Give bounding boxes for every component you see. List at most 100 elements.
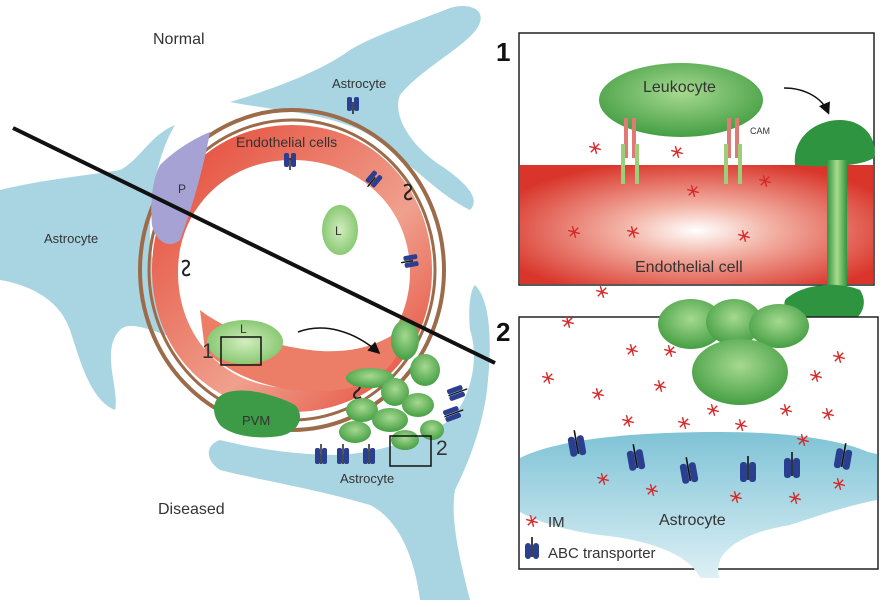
im-star-icon [646, 484, 658, 496]
label-endothelial-cell-panel1: Endothelial cell [635, 259, 743, 276]
label-box-1-number: 1 [202, 340, 214, 363]
im-star-icon [678, 417, 690, 429]
im-star-icon [687, 185, 699, 197]
label-diseased: Diseased [158, 501, 225, 518]
endothelial-bulge [200, 310, 401, 392]
leukocyte-panel1 [599, 63, 763, 137]
normal-diseased-divider [12, 126, 496, 365]
im-star-icon [597, 473, 609, 485]
label-pericyte: P [178, 182, 186, 196]
abc-transporter-icon [365, 170, 383, 188]
endothelial-cell-block [520, 165, 873, 284]
abc-transporter-icon [442, 406, 464, 422]
leukocyte-box1 [207, 320, 283, 364]
abc-transporter-icon [315, 444, 327, 464]
leukocyte [749, 304, 809, 348]
vessel-transporters [284, 97, 419, 268]
abc-transporter-icon [626, 444, 646, 471]
im-star-icon [542, 372, 554, 384]
pericyte [151, 132, 210, 245]
abc-transporter-icon [337, 444, 349, 464]
astrocyte-bottom-right [208, 285, 490, 600]
legend-abc-transporter-icon [525, 537, 539, 559]
leukocyte [402, 393, 434, 417]
label-astrocyte-left: Astrocyte [44, 231, 98, 246]
abc-transporter-icon [740, 456, 756, 482]
im-star-icon [654, 380, 666, 392]
perivascular-macrophage [214, 390, 300, 438]
abc-transporter-icon [784, 452, 800, 478]
im-star-icon [822, 408, 834, 420]
im-star-icon [730, 491, 742, 503]
astrocyte-left [0, 125, 180, 410]
cam-pair [724, 118, 742, 184]
abc-transporter-icon [679, 457, 699, 484]
abc-transporter-icon [446, 385, 468, 401]
im-star-icon [589, 142, 601, 154]
label-normal: Normal [153, 31, 205, 48]
im-star-icon [627, 226, 639, 238]
legend-abc-label: ABC transporter [548, 545, 656, 562]
abc-transporter-icon [567, 430, 587, 457]
im-star-icon [596, 286, 608, 298]
leukocyte [381, 378, 409, 406]
tight-junction [181, 259, 191, 277]
migration-arrow-icon [297, 327, 381, 354]
label-panel-1-number: 1 [496, 37, 510, 67]
im-star-icon [592, 388, 604, 400]
leukocyte [346, 398, 378, 422]
im-star-icon [568, 226, 580, 238]
im-star-icon [735, 419, 747, 431]
im-star-icon [671, 146, 683, 158]
inflammatory-mediators [542, 142, 845, 504]
leukocyte-cluster-panel2 [658, 299, 809, 405]
label-pvm: PVM [242, 413, 270, 428]
im-star-icon [707, 404, 719, 416]
abc-transporter-icon [363, 444, 375, 464]
leukocyte [372, 408, 408, 432]
cam-pair [621, 118, 639, 184]
panel-2: 2 Astrocyte IM ABC transporter [496, 299, 879, 578]
leukocyte [420, 420, 444, 440]
label-astrocyte-bottom: Astrocyte [340, 471, 394, 486]
leukocyte [339, 421, 371, 443]
label-box-2-number: 2 [436, 437, 448, 460]
transmigration-arrow-icon [783, 87, 830, 115]
leukocyte [410, 354, 440, 386]
im-star-icon [810, 370, 822, 382]
im-star-icon [833, 351, 845, 363]
label-endothelial-cells: Endothelial cells [236, 134, 337, 150]
label-leukocyte-panel1: Leukocyte [643, 79, 716, 96]
leukocyte [692, 339, 788, 405]
panel-1: 1 Leukocyte CAM Endothelial cell [496, 32, 875, 327]
im-star-icon [833, 478, 845, 490]
leukocyte [658, 299, 724, 349]
label-leukocyte-lumen: L [335, 224, 342, 238]
zoom-box-2 [389, 435, 432, 467]
zoom-box-1 [220, 336, 262, 366]
leukocyte [391, 430, 419, 450]
im-star-icon [759, 175, 771, 187]
im-star-icon [562, 316, 574, 328]
im-star-icon [738, 230, 750, 242]
abc-transporter-icon [284, 153, 296, 170]
im-star-icon [526, 515, 538, 527]
im-star-icon [780, 404, 792, 416]
label-astrocyte-panel2: Astrocyte [659, 512, 726, 529]
im-star-icon [664, 345, 676, 357]
legend: IM ABC transporter [525, 514, 656, 562]
leukocyte [706, 299, 762, 345]
label-leukocyte-box1: L [240, 322, 247, 336]
abc-transporter-icon [401, 254, 419, 268]
abc-transporter-icon [347, 97, 359, 114]
im-star-icon [797, 434, 809, 446]
leukocyte-lumen [322, 205, 358, 255]
tight-junction [403, 183, 413, 201]
legend-im-icon [526, 515, 538, 527]
label-cam: CAM [750, 126, 770, 136]
leukocyte [346, 368, 394, 388]
leukocyte [391, 320, 419, 360]
legend-im-label: IM [548, 514, 565, 531]
im-star-icon [789, 492, 801, 504]
astrocyte-transporters [315, 385, 468, 464]
